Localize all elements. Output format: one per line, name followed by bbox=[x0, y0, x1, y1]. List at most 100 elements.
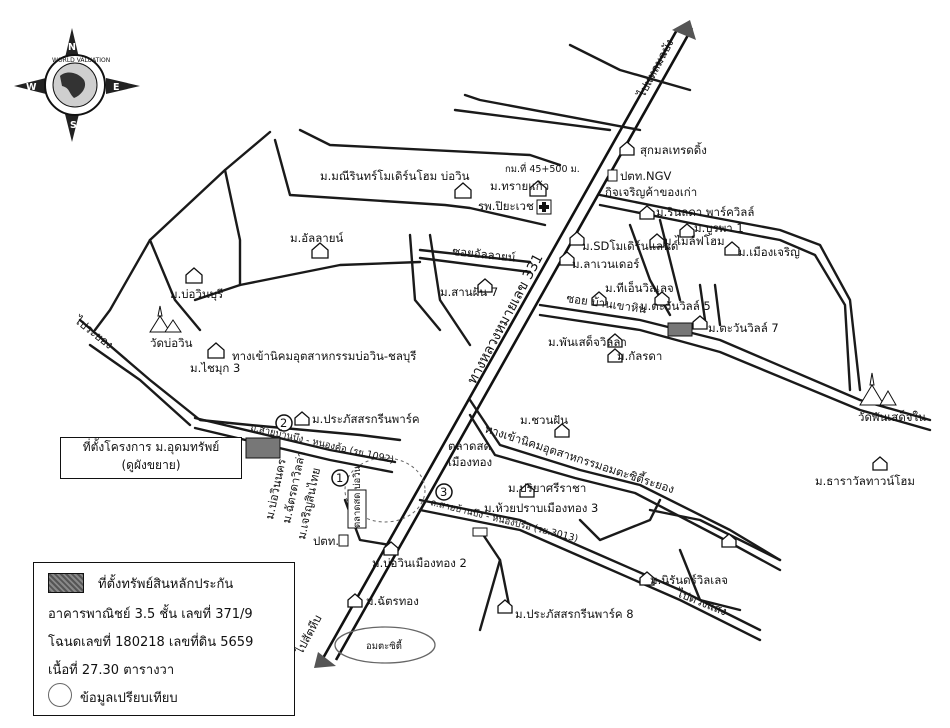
house-icon bbox=[639, 571, 655, 586]
market-box bbox=[347, 489, 367, 529]
label-chatthong: ม.ฉัตรทอง bbox=[366, 594, 419, 608]
compare-area-1 bbox=[344, 457, 426, 523]
label-tawan-7: ม.ตะวันวิลล์ 7 bbox=[708, 321, 779, 335]
label-sai-kaew: ม.ทรายแก้ว bbox=[490, 179, 549, 193]
marker-2: 2 bbox=[275, 414, 293, 432]
house-icon bbox=[872, 456, 888, 471]
label-to-rayong: ไประยอง bbox=[71, 313, 116, 352]
house-icons bbox=[185, 141, 888, 614]
label-nirun: ม.นิรันดร์วิลเลจ bbox=[650, 573, 728, 587]
label-bowin-mueang-thong: ม.บ่อวินเมืองทอง 2 bbox=[372, 556, 467, 570]
legend-line1: อาคารพาณิชย์ 3.5 ชั้น เลขที่ 371/9 bbox=[48, 607, 253, 622]
gas-station-icon bbox=[607, 169, 618, 182]
house-icon bbox=[477, 278, 493, 293]
label-thara: ม.ธาราวัลทาวน์โฮม bbox=[815, 474, 915, 488]
label-km-marker: กม.ที่ 45+500 ม. bbox=[505, 162, 580, 175]
label-amata: อมตะซิตี้ bbox=[366, 639, 403, 652]
house-icon bbox=[559, 251, 575, 266]
label-priya: ม.ปริยาศรีราชา bbox=[508, 481, 586, 495]
temple-icon bbox=[859, 372, 897, 406]
house-icon bbox=[294, 411, 310, 426]
compass-e: E bbox=[113, 82, 120, 93]
label-soi-alliance: ซอยอัลลายน์ bbox=[452, 244, 517, 265]
legend: ที่ตั้งทรัพย์สินหลักประกัน อาคารพาณิชย์ … bbox=[33, 562, 295, 716]
label-prapat-park-8: ม.ประภัสสรกรีนพาร์ค 8 bbox=[515, 607, 634, 621]
label-market: ตลาดสด bbox=[448, 439, 491, 453]
house-icon bbox=[724, 241, 740, 256]
label-market-box: ตลาดสด บ่อวิน bbox=[352, 465, 363, 528]
label-tawan-5: ม.ตะวันวิลล์ 5 bbox=[640, 299, 711, 313]
house-icon bbox=[654, 291, 670, 306]
legend-line3: เนื้อที่ 27.30 ตารางวา bbox=[48, 663, 175, 678]
legend-compare-icon bbox=[48, 683, 72, 707]
label-ptt: ปตท. bbox=[313, 534, 339, 548]
house-icon bbox=[639, 205, 655, 220]
legend-title: ที่ตั้งทรัพย์สินหลักประกัน bbox=[98, 577, 234, 592]
house-icon bbox=[569, 231, 585, 246]
collateral-parcel-main bbox=[245, 437, 281, 459]
label-sankhan: ม.สานฝัน 7 bbox=[440, 285, 498, 299]
label-phansak: ม.พันเสด็จวิลล่า bbox=[548, 334, 627, 349]
label-bowin-industrial: ทางเข้านิคมอุตสาหกรรมบ่อวิน-ชลบุรี bbox=[232, 349, 416, 363]
house-icon bbox=[554, 423, 570, 438]
label-highway-331: ทางหลวงหมายเลข 331 bbox=[464, 251, 546, 387]
label-hospital: รพ.ปิยะเวช bbox=[478, 199, 534, 213]
label-supermarket: สุกมลเทรดดิ้ง bbox=[640, 142, 707, 157]
legend-line2: โฉนดเลขที่ 180218 เลขที่ดิน 5659 bbox=[48, 635, 254, 650]
label-chaunfan: ม.ชวนฝัน bbox=[520, 413, 568, 427]
house-icon bbox=[207, 342, 225, 359]
svg-text:1: 1 bbox=[336, 471, 343, 485]
amata-area bbox=[334, 626, 436, 664]
label-tiangwilla: ม.ทีเอ็นวิลเลจ bbox=[605, 280, 674, 295]
label-kilada: ม.กัลรดา bbox=[617, 349, 662, 363]
label-wat-phansadet: วัดพันเสด็จใน bbox=[858, 409, 926, 424]
house-icon bbox=[185, 267, 203, 284]
house-icon bbox=[454, 182, 472, 199]
hospital-icon bbox=[536, 199, 552, 215]
compass-rose: N S W E WORLD VALUATION bbox=[14, 28, 140, 142]
svg-text:2: 2 bbox=[280, 416, 287, 430]
house-icon bbox=[649, 233, 665, 248]
house-icon bbox=[311, 242, 329, 259]
house-icon bbox=[607, 348, 623, 363]
collateral-parcel-small bbox=[667, 322, 693, 337]
house-icon bbox=[721, 533, 737, 548]
label-mahawinthorn: ม.มณีรินทร์โมเดิร์นโฮม บ่อวิน bbox=[320, 169, 470, 183]
house-icon bbox=[519, 483, 535, 498]
house-icon bbox=[619, 141, 635, 156]
house-icon bbox=[347, 593, 363, 608]
label-prapat-park: ม.ประภัสสรกรีนพาร์ค bbox=[312, 412, 420, 426]
project-line1: ที่ตั้งโครงการ ม.อุดมทรัพย์ bbox=[82, 440, 220, 454]
road-network bbox=[78, 43, 932, 642]
house-icon bbox=[607, 333, 623, 348]
seven-eleven-icon bbox=[472, 527, 488, 537]
label-rinlada: ม.รินลดา พาร์ควิลล์ bbox=[656, 205, 754, 219]
project-line2: (ดูผังขยาย) bbox=[121, 458, 181, 472]
compass-n: N bbox=[68, 42, 76, 53]
house-icon bbox=[679, 223, 695, 238]
label-bowin-buri: ม.บ่อวินบุรี bbox=[170, 287, 223, 301]
compass-brand: WORLD VALUATION bbox=[52, 57, 110, 64]
project-callout: ที่ตั้งโครงการ ม.อุดมทรัพย์ (ดูผังขยาย) bbox=[60, 437, 242, 479]
house-icon bbox=[497, 599, 513, 614]
label-to-sattahip: ไปสัตหีบ bbox=[292, 612, 325, 657]
gas-station-icon bbox=[338, 534, 349, 547]
label-wat-bowin: วัดบ่อวิน bbox=[150, 336, 193, 350]
compass-s: S bbox=[70, 120, 77, 131]
label-burapha: ม.บูรพา 1 bbox=[694, 221, 744, 235]
svg-text:3: 3 bbox=[440, 485, 447, 499]
house-icon bbox=[591, 291, 607, 306]
label-kitcharoen: กิจเจริญค้าของเก่า bbox=[605, 185, 697, 199]
house-icon bbox=[383, 541, 399, 556]
label-ptt-ngv: ปตท.NGV bbox=[620, 169, 672, 183]
legend-collateral-swatch bbox=[48, 573, 84, 593]
compass-w: W bbox=[26, 82, 37, 93]
label-sd-modern: ม.SDโมเดิร์นแลนด์ bbox=[582, 239, 678, 253]
house-icon bbox=[692, 315, 708, 330]
label-mueang-thong: เมืองทอง bbox=[448, 455, 492, 469]
label-alliance: ม.อัลลายน์ bbox=[290, 231, 343, 245]
label-mueang-charoen: ม.เมืองเจริญ bbox=[738, 245, 800, 259]
label-huaiprap: ม.ห้วยปราบเมืองทอง 3 bbox=[484, 501, 598, 515]
label-lavender: ม.ลาเวนเดอร์ bbox=[572, 257, 639, 271]
temple-icon bbox=[149, 305, 182, 333]
